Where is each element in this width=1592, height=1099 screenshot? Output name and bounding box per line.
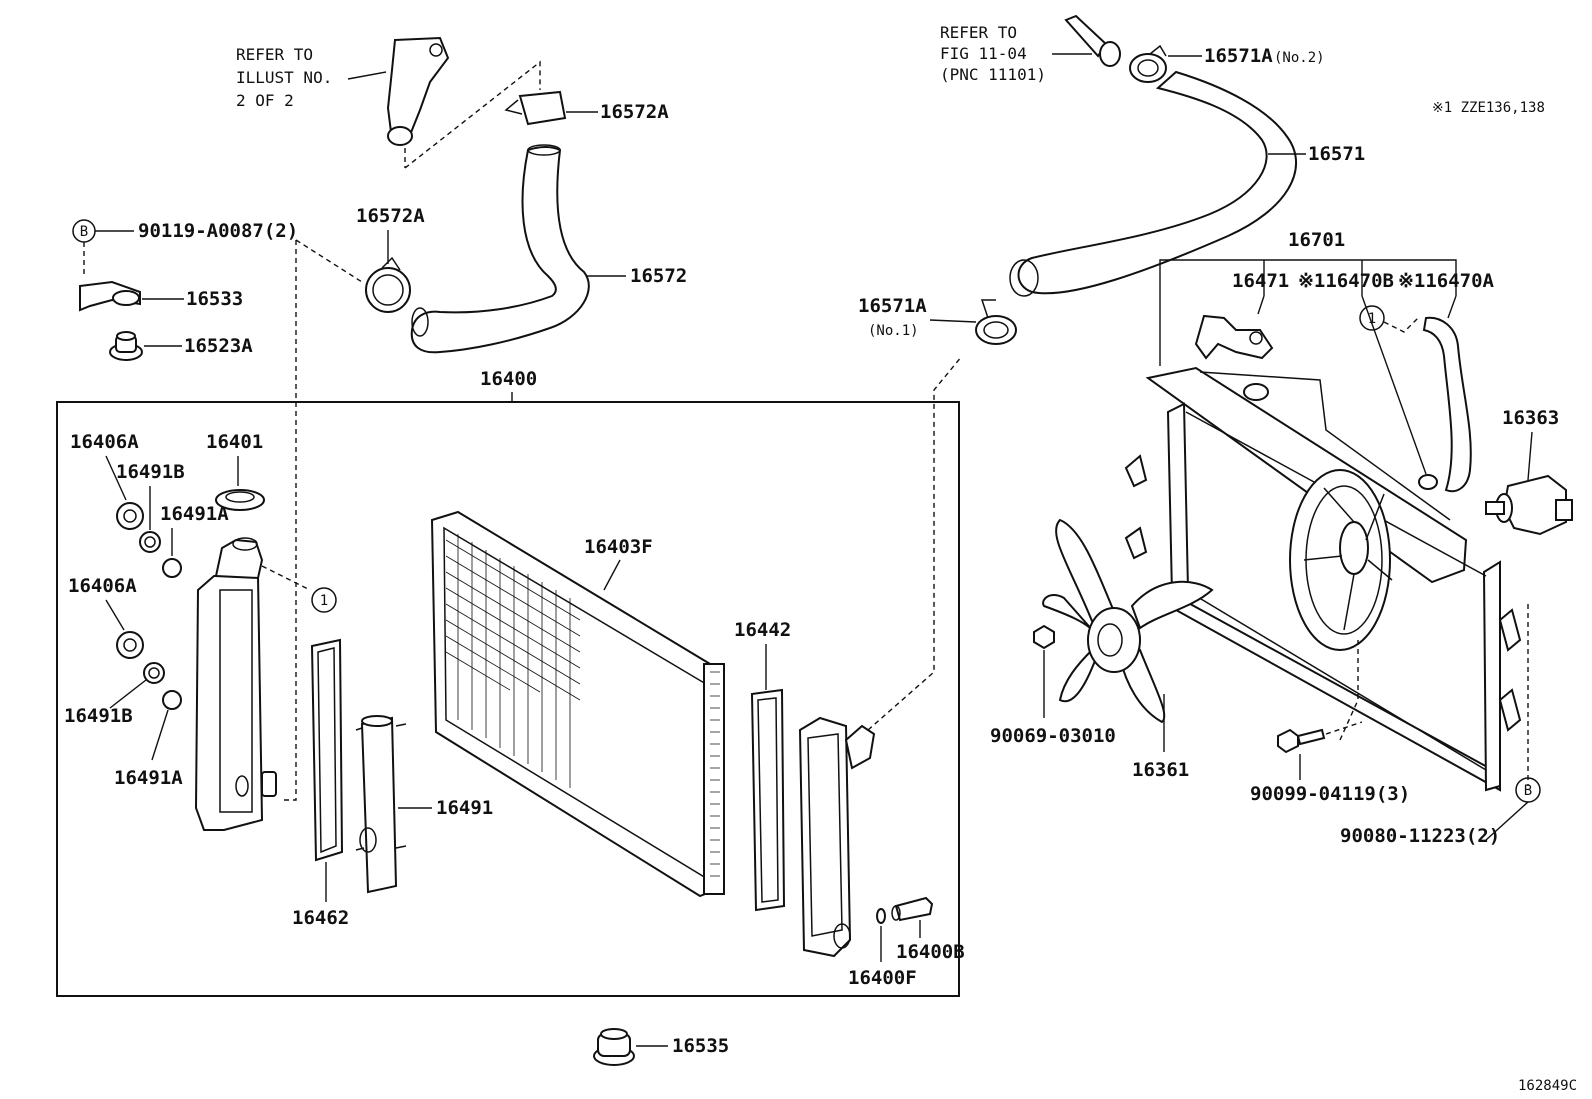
label-16571: 16571 bbox=[1308, 143, 1365, 165]
bracket-16471 bbox=[1194, 314, 1274, 360]
no2-note: (No.2) bbox=[1274, 50, 1325, 66]
bracket-16533 bbox=[79, 280, 141, 312]
label-16406A-b: 16406A bbox=[68, 575, 137, 597]
label-16400: 16400 bbox=[480, 368, 537, 390]
label-16462: 16462 bbox=[292, 907, 349, 929]
refer-note-left: REFER TO ILLUST NO. 2 OF 2 bbox=[236, 45, 387, 110]
label-16400B: 16400B bbox=[896, 941, 965, 963]
oring-16491A-b bbox=[162, 690, 182, 710]
gasket-16442 bbox=[750, 688, 786, 912]
label-16701: 16701 bbox=[1288, 229, 1345, 251]
label-16470A: ※116470A bbox=[1398, 270, 1495, 292]
refer-left-line2: ILLUST NO. bbox=[236, 68, 332, 87]
circled-b-letter-left: B bbox=[80, 224, 88, 240]
cushion-16535 bbox=[593, 1028, 635, 1066]
oring-16491A-a bbox=[162, 558, 182, 578]
circled-b-letter-right: B bbox=[1524, 783, 1532, 799]
plug-16406A-b bbox=[116, 631, 144, 659]
hose-16571 bbox=[1009, 70, 1298, 297]
label-16442: 16442 bbox=[734, 619, 791, 641]
label-16363: 16363 bbox=[1502, 407, 1559, 429]
clamp-16571A-no2 bbox=[1129, 44, 1167, 83]
pipe-refer-right bbox=[1064, 14, 1121, 67]
refer-left-line1: REFER TO bbox=[236, 45, 313, 64]
label-16571A-no2: 16571A bbox=[1204, 45, 1273, 67]
hose-16470A bbox=[1422, 316, 1472, 493]
radiator-right-tank bbox=[798, 716, 876, 958]
core-16403F bbox=[430, 510, 725, 898]
radiator-assembly-frame bbox=[56, 401, 960, 997]
label-90099-04119: 90099-04119(3) bbox=[1250, 783, 1410, 805]
circled-1-right: 1 bbox=[1359, 305, 1385, 331]
gasket-16462 bbox=[310, 638, 344, 862]
ring-16491B-b bbox=[143, 662, 165, 684]
drain-16400B bbox=[891, 896, 934, 922]
label-90069-03010: 90069-03010 bbox=[990, 725, 1116, 747]
circled-1-number-left: 1 bbox=[320, 593, 328, 609]
fan-16361 bbox=[1042, 518, 1214, 724]
label-90119-A0087: 90119-A0087(2) bbox=[138, 220, 298, 242]
label-16491B-a: 16491B bbox=[116, 461, 185, 483]
label-16533: 16533 bbox=[186, 288, 243, 310]
model-note: ※1 ZZE136,138 bbox=[1432, 100, 1545, 116]
no1-note: (No.1) bbox=[868, 323, 919, 339]
figure-code: 162849C bbox=[1518, 1078, 1577, 1094]
label-16571A-no1: 16571A bbox=[858, 295, 927, 317]
refer-right-line3: (PNC 11101) bbox=[940, 65, 1046, 84]
label-16523A: 16523A bbox=[184, 335, 253, 357]
clamp-16572A-mid bbox=[365, 256, 411, 313]
circled-1-left: 1 bbox=[311, 587, 337, 613]
bolt-90099 bbox=[1277, 728, 1326, 754]
fan-motor-16363 bbox=[1485, 474, 1573, 536]
clip-16470B bbox=[1418, 474, 1438, 490]
clamp-16571A-no1 bbox=[975, 299, 1017, 345]
refer-note-right: REFER TO FIG 11-04 (PNC 11101) bbox=[940, 23, 1092, 84]
hose-16572 bbox=[410, 144, 590, 354]
ring-16491B-a bbox=[139, 531, 161, 553]
refer-left-line3: 2 OF 2 bbox=[236, 91, 294, 110]
label-16403F: 16403F bbox=[584, 536, 653, 558]
label-90080-11223: 90080-11223(2) bbox=[1340, 825, 1500, 847]
label-16361: 16361 bbox=[1132, 759, 1189, 781]
circled-1-number-right: 1 bbox=[1368, 311, 1376, 327]
label-16491A-a: 16491A bbox=[160, 503, 229, 525]
tank-16491 bbox=[355, 715, 407, 894]
label-16572: 16572 bbox=[630, 265, 687, 287]
nut-90069 bbox=[1033, 624, 1055, 650]
circled-b-right: B bbox=[1515, 777, 1541, 803]
fan-shroud-16701 bbox=[1124, 366, 1522, 792]
clamp-16572A-top bbox=[504, 90, 567, 126]
label-16535: 16535 bbox=[672, 1035, 729, 1057]
cushion-16523A bbox=[109, 331, 143, 361]
refer-right-line1: REFER TO bbox=[940, 23, 1017, 42]
label-16471: 16471 bbox=[1232, 270, 1289, 292]
label-16401: 16401 bbox=[206, 431, 263, 453]
label-16470B: ※116470B bbox=[1298, 270, 1394, 292]
label-16491B-b: 16491B bbox=[64, 705, 133, 727]
cap-16401 bbox=[215, 489, 265, 511]
label-16491: 16491 bbox=[436, 797, 493, 819]
oring-16400F bbox=[876, 908, 886, 924]
label-16400F: 16400F bbox=[848, 967, 917, 989]
circled-b-left: B bbox=[72, 219, 96, 243]
radiator-left-tank bbox=[194, 537, 277, 831]
water-outlet-illustration bbox=[386, 36, 450, 146]
refer-right-line2: FIG 11-04 bbox=[940, 44, 1027, 63]
label-16572A-mid: 16572A bbox=[356, 205, 425, 227]
label-16572A-top: 16572A bbox=[600, 101, 669, 123]
plug-16406A-a bbox=[116, 502, 144, 530]
label-16406A-a: 16406A bbox=[70, 431, 139, 453]
label-16491A-b: 16491A bbox=[114, 767, 183, 789]
